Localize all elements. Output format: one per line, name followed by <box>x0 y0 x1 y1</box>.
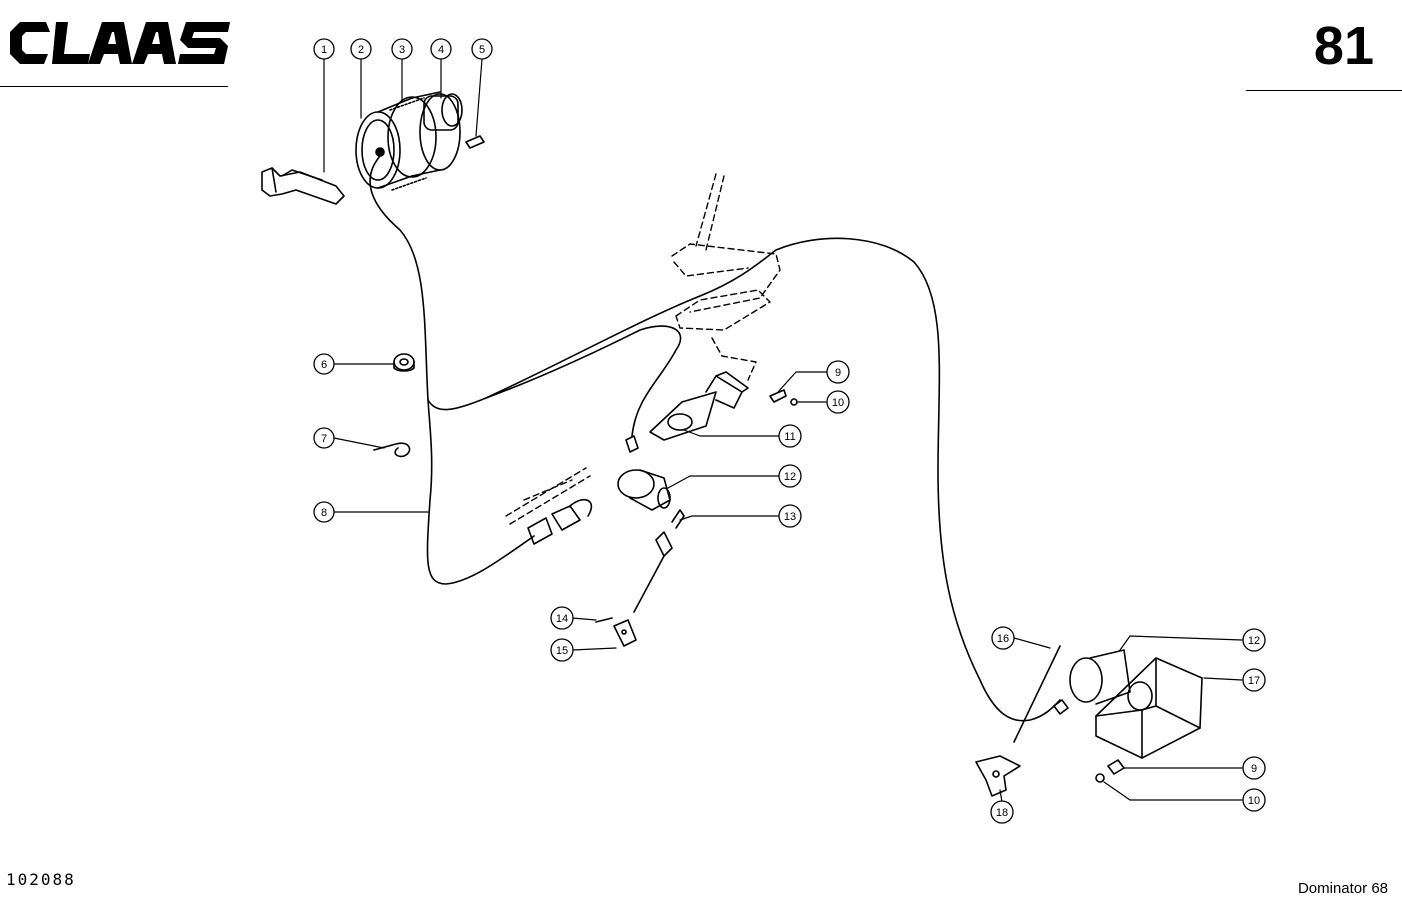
header-rule-right <box>1246 90 1402 91</box>
part-8-wire-harness <box>369 155 535 585</box>
callout-5: 5 <box>471 38 493 60</box>
svg-text:1: 1 <box>321 44 327 56</box>
svg-text:3: 3 <box>399 44 405 56</box>
callout-1: 1 <box>313 38 335 60</box>
part-14-screw <box>595 617 613 623</box>
svg-text:14: 14 <box>556 613 568 625</box>
part-13-plug <box>633 509 685 613</box>
callout-18: 18 <box>990 800 1014 824</box>
callout-12-lower: 12 <box>1242 628 1266 652</box>
callout-11: 11 <box>778 424 802 448</box>
part-1-bracket <box>261 167 345 205</box>
page-number: 81 <box>1313 16 1374 76</box>
callout-9-upper: 9 <box>826 360 850 384</box>
machine-model: Dominator 68 <box>1297 880 1388 897</box>
callout-3: 3 <box>391 38 413 60</box>
part-10-washer-lower <box>1095 773 1105 783</box>
callout-15: 15 <box>550 638 574 662</box>
svg-text:6: 6 <box>321 359 327 371</box>
svg-text:4: 4 <box>438 44 444 56</box>
terminal-end <box>625 435 639 453</box>
svg-text:2: 2 <box>358 44 364 56</box>
part-15-clip <box>613 619 637 647</box>
callout-10-lower: 10 <box>1242 788 1266 812</box>
callout-2: 2 <box>350 38 372 60</box>
part-9-bolt-lower <box>1107 759 1125 775</box>
svg-text:15: 15 <box>556 645 568 657</box>
svg-text:5: 5 <box>479 44 485 56</box>
callout-14: 14 <box>550 606 574 630</box>
part-6-grommet <box>393 353 415 372</box>
part-16-pin <box>1013 645 1069 743</box>
header-rule-left <box>0 86 228 87</box>
callout-17: 17 <box>1242 668 1266 692</box>
svg-text:10: 10 <box>1248 795 1260 807</box>
svg-text:9: 9 <box>1251 763 1257 775</box>
chassis-outline-dashed <box>505 173 781 525</box>
part-2-4-lamp-assembly <box>355 91 463 191</box>
part-9-bolt-upper <box>769 389 787 403</box>
part-11-bracket <box>649 371 749 441</box>
part-17-box-bracket <box>1095 657 1203 759</box>
svg-text:9: 9 <box>835 367 841 379</box>
svg-text:17: 17 <box>1248 675 1260 687</box>
svg-text:8: 8 <box>321 507 327 519</box>
callout-16: 16 <box>991 626 1015 650</box>
callout-6: 6 <box>313 353 335 375</box>
harness-plug <box>527 498 593 545</box>
svg-text:16: 16 <box>997 633 1009 645</box>
callout-4: 4 <box>430 38 452 60</box>
callout-8: 8 <box>313 501 335 523</box>
svg-text:18: 18 <box>996 807 1008 819</box>
callout-13: 13 <box>778 504 802 528</box>
leader-lines <box>323 58 1243 803</box>
part-10-washer-upper <box>790 398 798 406</box>
svg-text:13: 13 <box>784 511 796 523</box>
svg-text:7: 7 <box>321 433 327 445</box>
svg-text:10: 10 <box>832 397 844 409</box>
part-7-cable-tie <box>373 442 411 458</box>
svg-text:11: 11 <box>784 431 795 443</box>
callout-9-lower: 9 <box>1242 756 1266 780</box>
callout-7: 7 <box>313 427 335 449</box>
part-12-lamp-socket-upper <box>617 469 671 511</box>
part-12-lamp-socket-lower <box>1069 649 1131 705</box>
callout-12-upper: 12 <box>778 464 802 488</box>
callout-10-upper: 10 <box>826 390 850 414</box>
part-5-bulb <box>465 135 485 149</box>
svg-text:12: 12 <box>784 471 796 483</box>
claas-logo <box>10 22 230 64</box>
part-18-clip <box>975 755 1021 797</box>
svg-text:12: 12 <box>1248 635 1260 647</box>
document-code: 102088 <box>6 870 76 889</box>
